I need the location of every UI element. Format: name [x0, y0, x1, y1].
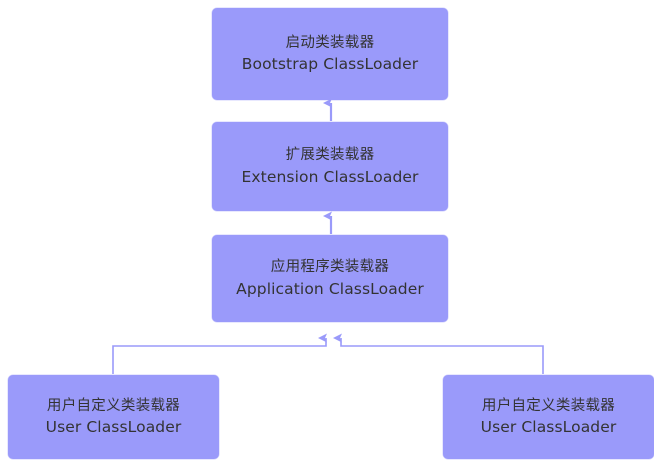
- node-extension-label-cn: 扩展类装载器: [285, 147, 375, 164]
- edge-user-right-to-application: [333, 333, 544, 374]
- node-bootstrap-classloader[interactable]: 启动类装载器 Bootstrap ClassLoader: [212, 8, 448, 100]
- node-bootstrap-label-en: Bootstrap ClassLoader: [241, 55, 419, 74]
- node-user-left-label-cn: 用户自定义类装载器: [46, 397, 181, 414]
- node-user-right-label-en: User ClassLoader: [480, 418, 617, 437]
- node-extension-classloader[interactable]: 扩展类装载器 Extension ClassLoader: [212, 122, 448, 211]
- node-bootstrap-label-cn: 启动类装载器: [285, 34, 375, 51]
- node-application-label-cn: 应用程序类装载器: [270, 259, 390, 276]
- node-application-label-en: Application ClassLoader: [236, 279, 424, 298]
- node-user-classloader-right[interactable]: 用户自定义类装载器 User ClassLoader: [443, 375, 654, 459]
- node-user-right-label-cn: 用户自定义类装载器: [481, 397, 616, 414]
- node-extension-label-en: Extension ClassLoader: [241, 167, 419, 186]
- edge-user-left-to-application: [112, 333, 327, 374]
- node-application-classloader[interactable]: 应用程序类装载器 Application ClassLoader: [212, 235, 448, 322]
- node-user-classloader-left[interactable]: 用户自定义类装载器 User ClassLoader: [8, 375, 219, 459]
- node-user-left-label-en: User ClassLoader: [45, 418, 182, 437]
